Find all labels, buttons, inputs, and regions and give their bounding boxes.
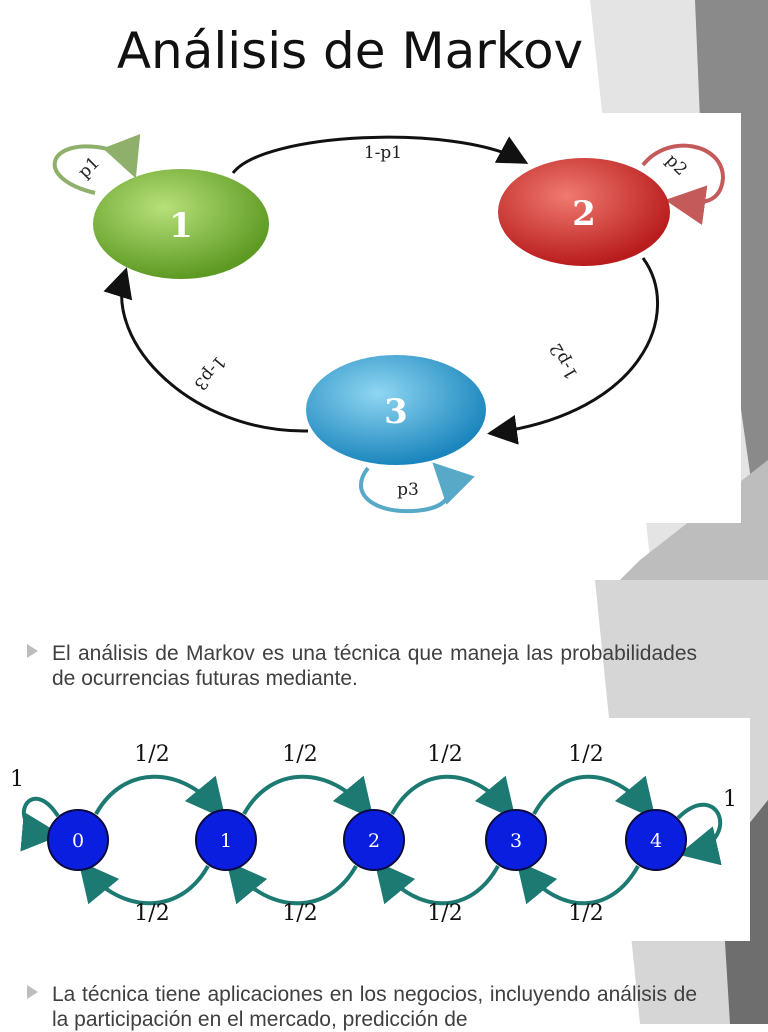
bullet-text: La técnica tiene aplicaciones en los neg… — [52, 983, 697, 1031]
self-loop-right-label: 1 — [723, 787, 737, 812]
edge-label-p3: p3 — [397, 480, 419, 500]
backward-transition-2 — [374, 860, 500, 906]
state-label-3: 3 — [384, 392, 408, 432]
self-loop-left — [20, 796, 62, 852]
forward-transition-3 — [532, 774, 656, 820]
self-loop-left-label: 1 — [10, 767, 24, 792]
state-label-1: 1 — [169, 206, 193, 246]
markov-three-state-diagram: 1 2 3 p1 1-p1 p2 1-p2 p3 1-p3 — [33, 113, 741, 523]
markov-five-state-chain: 1/2 1/2 1/2 1/2 1/2 1/2 1/2 1/2 1 1 0 1 2 3 4 — [8, 718, 750, 941]
forward-label-1: 1/2 — [282, 742, 317, 767]
bullet-arrow-icon — [27, 985, 38, 999]
state-label-2: 2 — [572, 194, 596, 234]
chain-node-label-0: 0 — [72, 830, 84, 852]
chain-node-label-2: 2 — [368, 830, 380, 852]
bullet-markov-definition: El análisis de Markov es una técnica que… — [27, 641, 697, 691]
chain-node-1 — [195, 809, 257, 871]
bullet-applications: La técnica tiene aplicaciones en los neg… — [27, 982, 697, 1032]
forward-transition-1 — [242, 774, 374, 820]
state-node-1 — [93, 169, 269, 279]
chain-node-label-3: 3 — [510, 830, 522, 852]
backward-label-0: 1/2 — [134, 901, 169, 926]
forward-label-2: 1/2 — [427, 742, 462, 767]
self-loop-1 — [52, 133, 141, 195]
edge-1-to-2 — [231, 135, 529, 174]
forward-label-3: 1/2 — [568, 742, 603, 767]
backward-label-2: 1/2 — [427, 901, 462, 926]
state-node-2 — [498, 158, 670, 266]
state-node-3 — [306, 355, 486, 465]
chain-node-label-1: 1 — [220, 830, 232, 852]
chain-node-4 — [625, 809, 687, 871]
edge-label-1-p1: 1-p1 — [364, 143, 402, 163]
edge-label-p2: p2 — [661, 150, 690, 179]
backward-label-1: 1/2 — [282, 901, 317, 926]
backward-transition-3 — [516, 860, 640, 906]
edge-2-to-3 — [487, 257, 659, 445]
chain-node-0 — [47, 809, 109, 871]
bullet-text: El análisis de Markov es una técnica que… — [52, 642, 697, 690]
self-loop-2 — [641, 143, 726, 226]
chain-node-2 — [343, 809, 405, 871]
edge-3-to-1 — [103, 267, 309, 433]
backward-transition-0 — [78, 860, 210, 906]
page-title: Análisis de Markov — [116, 22, 584, 80]
edge-label-1-p2: 1-p2 — [546, 339, 582, 382]
edge-label-p1: p1 — [74, 153, 103, 182]
bullet-arrow-icon — [27, 644, 38, 658]
self-loop-3 — [359, 462, 475, 514]
forward-transition-0 — [94, 774, 226, 820]
chain-node-3 — [485, 809, 547, 871]
backward-label-3: 1/2 — [568, 901, 603, 926]
edge-label-1-p3: 1-p3 — [190, 352, 230, 394]
self-loop-right — [676, 802, 723, 866]
backward-transition-1 — [226, 860, 358, 906]
forward-transition-2 — [390, 774, 516, 820]
forward-label-0: 1/2 — [134, 742, 169, 767]
chain-node-label-4: 4 — [650, 830, 662, 852]
